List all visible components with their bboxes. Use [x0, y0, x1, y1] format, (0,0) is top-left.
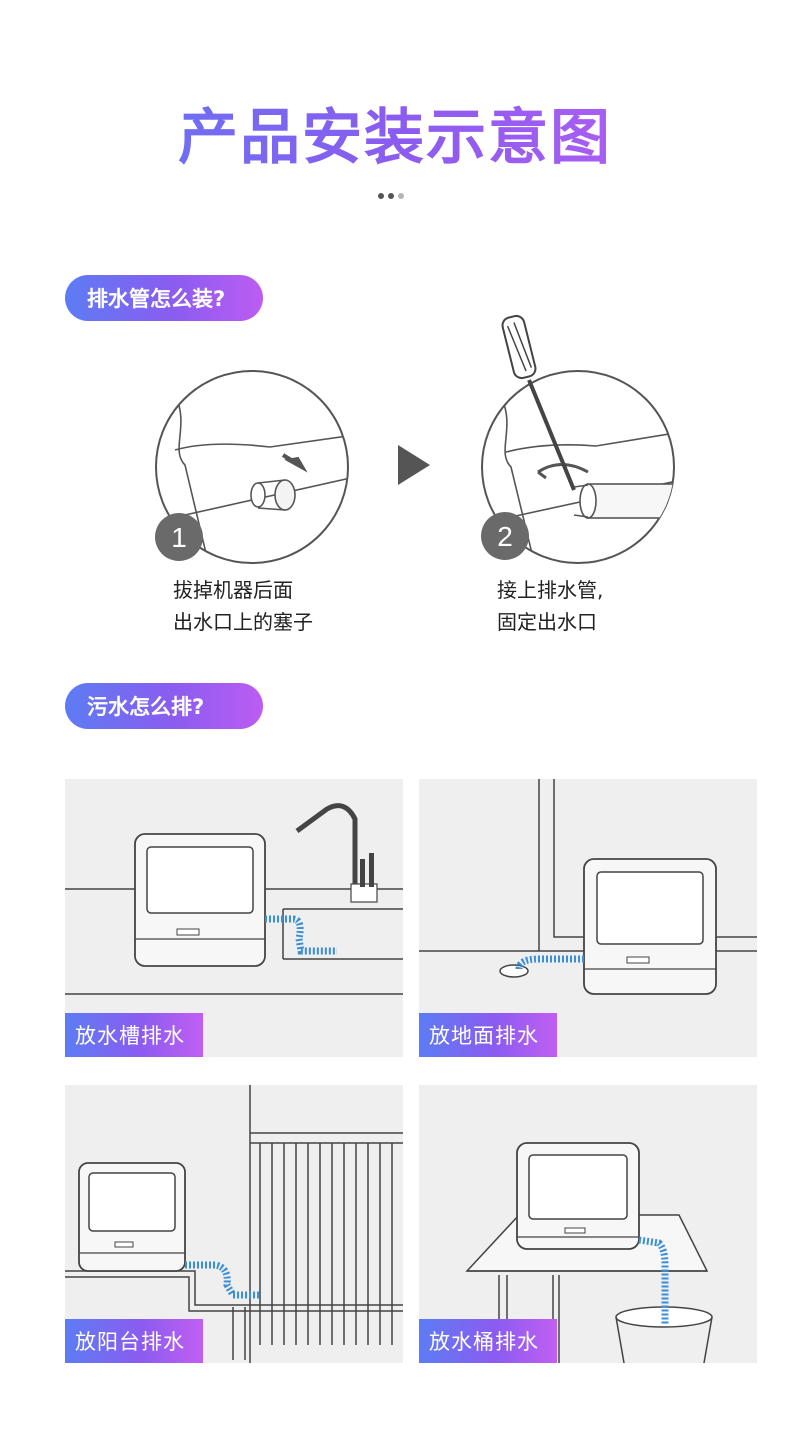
- dot: [398, 193, 404, 199]
- dot: [388, 193, 394, 199]
- step2-caption: 接上排水管, 固定出水口: [497, 578, 604, 634]
- sink-illustration: [65, 803, 403, 995]
- step1-number: 1: [171, 522, 187, 553]
- floor-illustration: [419, 779, 757, 995]
- card-label: 放水桶排水: [419, 1319, 557, 1363]
- card-label: 放阳台排水: [65, 1319, 203, 1363]
- drain-pipe-heading: 排水管怎么装?: [65, 275, 263, 321]
- card-balcony-drain: 放阳台排水: [65, 1085, 403, 1363]
- carousel-dots: [378, 193, 404, 199]
- page-title: 产品安装示意图: [0, 100, 790, 176]
- bucket-illustration: [465, 1142, 713, 1363]
- step1-badge: [155, 513, 203, 561]
- step1-illustration: 1: [155, 370, 349, 564]
- step2-badge: [481, 512, 529, 560]
- card-label: 放地面排水: [419, 1013, 557, 1057]
- step2-illustration: 2: [481, 314, 675, 564]
- balcony-illustration: [65, 1085, 403, 1363]
- card-sink-drain: 放水槽排水: [65, 779, 403, 1057]
- card-floor-drain: 放地面排水: [419, 779, 757, 1057]
- waste-water-heading: 污水怎么排?: [65, 683, 263, 729]
- step1-caption: 拔掉机器后面 出水口上的塞子: [173, 578, 313, 634]
- step2-number: 2: [497, 521, 513, 552]
- card-bucket-drain: 放水桶排水: [419, 1085, 757, 1363]
- dot-active: [378, 193, 384, 199]
- play-arrow-icon: [398, 445, 430, 485]
- card-label: 放水槽排水: [65, 1013, 203, 1057]
